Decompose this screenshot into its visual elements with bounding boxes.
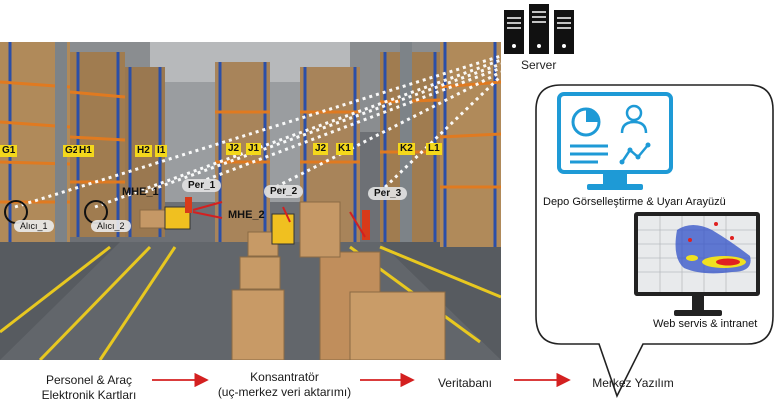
flow-step-2-line1: Konsantratör <box>250 370 319 384</box>
receiver-2-label: Alıcı_2 <box>91 220 131 232</box>
rack-label: G2 <box>63 145 81 157</box>
personnel-2-label: Per_2 <box>264 185 304 198</box>
rack-label: H1 <box>77 145 94 157</box>
rack-label: J2 <box>226 143 242 155</box>
flow-step-database: Veritabanı <box>425 376 505 391</box>
flow-step-1-line1: Personel & Araç <box>45 373 133 387</box>
flow-step-2-line2: (uç-merkez veri aktarımı) <box>217 385 352 399</box>
rack-label: L1 <box>426 143 442 155</box>
rack-label: G1 <box>0 145 18 157</box>
monitor-heatmap-caption: Web servis & intranet <box>653 318 758 330</box>
vehicle-2-label: MHE_2 <box>228 209 265 221</box>
flow-step-3-line1: Veritabanı <box>437 376 493 390</box>
rack-label: J1 <box>246 143 262 155</box>
receiver-1-label: Alıcı_1 <box>14 220 54 232</box>
warehouse-photo: G1 G2 H1 H2 I1 J2 J1 J2 K1 K2 L1 Alıcı_1… <box>0 42 501 360</box>
flow-step-concentrator: Konsantratör (uç-merkez veri aktarımı) <box>207 370 362 400</box>
monitor-dashboard-caption: Depo Görselleştirme & Uyarı Arayüzü <box>543 196 726 208</box>
rack-label: H2 <box>135 145 152 157</box>
flow-arrows <box>152 372 571 388</box>
rack-label: K2 <box>398 143 415 155</box>
personnel-1-label: Per_1 <box>182 179 222 192</box>
flow-step-1-line2: Elektronik Kartları <box>41 388 137 402</box>
warehouse-scene <box>0 42 501 360</box>
rack-label: J2 <box>313 143 329 155</box>
user-icon <box>620 104 648 134</box>
rack-label: K1 <box>336 143 353 155</box>
personnel-3-label: Per_3 <box>368 187 408 200</box>
server-icon <box>500 4 580 56</box>
flow-step-electronic-cards: Personel & Araç Elektronik Kartları <box>18 373 160 403</box>
pie-chart-icon <box>570 104 604 138</box>
line-chart-icon <box>568 140 658 168</box>
monitor-heatmap-icon <box>632 210 762 322</box>
flow-step-central-software: Merkez Yazılım <box>578 376 688 391</box>
server-label: Server <box>521 58 557 72</box>
flow-step-4-line1: Merkez Yazılım <box>592 376 674 390</box>
vehicle-1-label: MHE_1 <box>122 186 159 198</box>
rack-label: I1 <box>155 145 168 157</box>
